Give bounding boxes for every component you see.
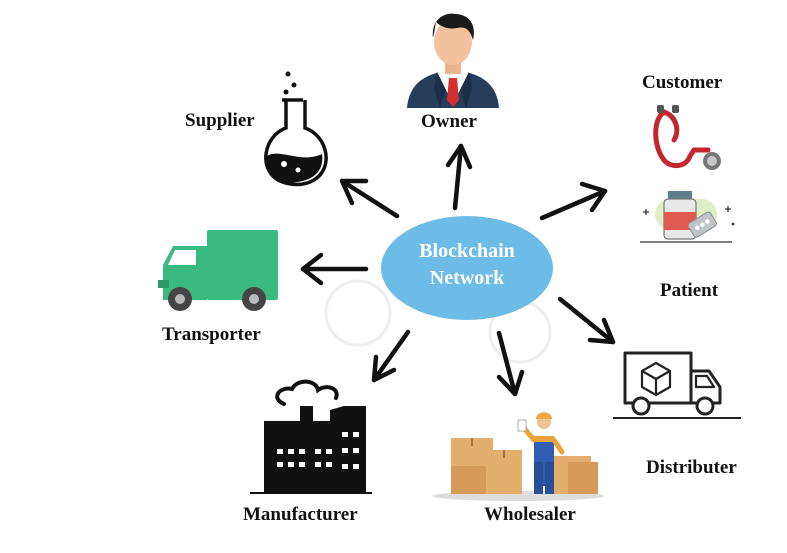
wholesaler-label: Wholesaler bbox=[484, 504, 576, 525]
owner-label: Owner bbox=[421, 111, 477, 132]
arrow-to-distributer bbox=[557, 296, 616, 345]
arrow-to-customer bbox=[539, 181, 608, 221]
transporter-label: Transporter bbox=[162, 324, 261, 345]
factory-icon bbox=[250, 379, 372, 494]
arrow-to-owner bbox=[445, 143, 473, 211]
delivery-truck-icon bbox=[613, 351, 741, 419]
center-label-line2: Network bbox=[429, 267, 505, 289]
distributer-label: Distributer bbox=[646, 457, 737, 478]
customer-label: Customer bbox=[642, 72, 723, 93]
blockchain-network-ellipse bbox=[381, 216, 553, 320]
truck-icon bbox=[158, 230, 278, 311]
arrow-to-supplier bbox=[339, 178, 400, 219]
arrow-to-manufacturer bbox=[371, 329, 411, 383]
arrow-to-transporter bbox=[300, 252, 369, 286]
arrow-to-wholesaler bbox=[496, 330, 525, 397]
patient-label: Patient bbox=[660, 280, 719, 301]
center-label-line1: Blockchain bbox=[419, 240, 515, 262]
stethoscope-icon bbox=[653, 105, 721, 170]
flask-icon bbox=[264, 71, 328, 187]
blockchain-network-label: Blockchain Network bbox=[382, 238, 552, 292]
medicine-icon bbox=[640, 191, 735, 243]
warehouse-worker-icon bbox=[432, 412, 604, 501]
manufacturer-label: Manufacturer bbox=[243, 504, 358, 525]
supplier-label: Supplier bbox=[185, 110, 255, 131]
owner-avatar-icon bbox=[407, 13, 499, 108]
